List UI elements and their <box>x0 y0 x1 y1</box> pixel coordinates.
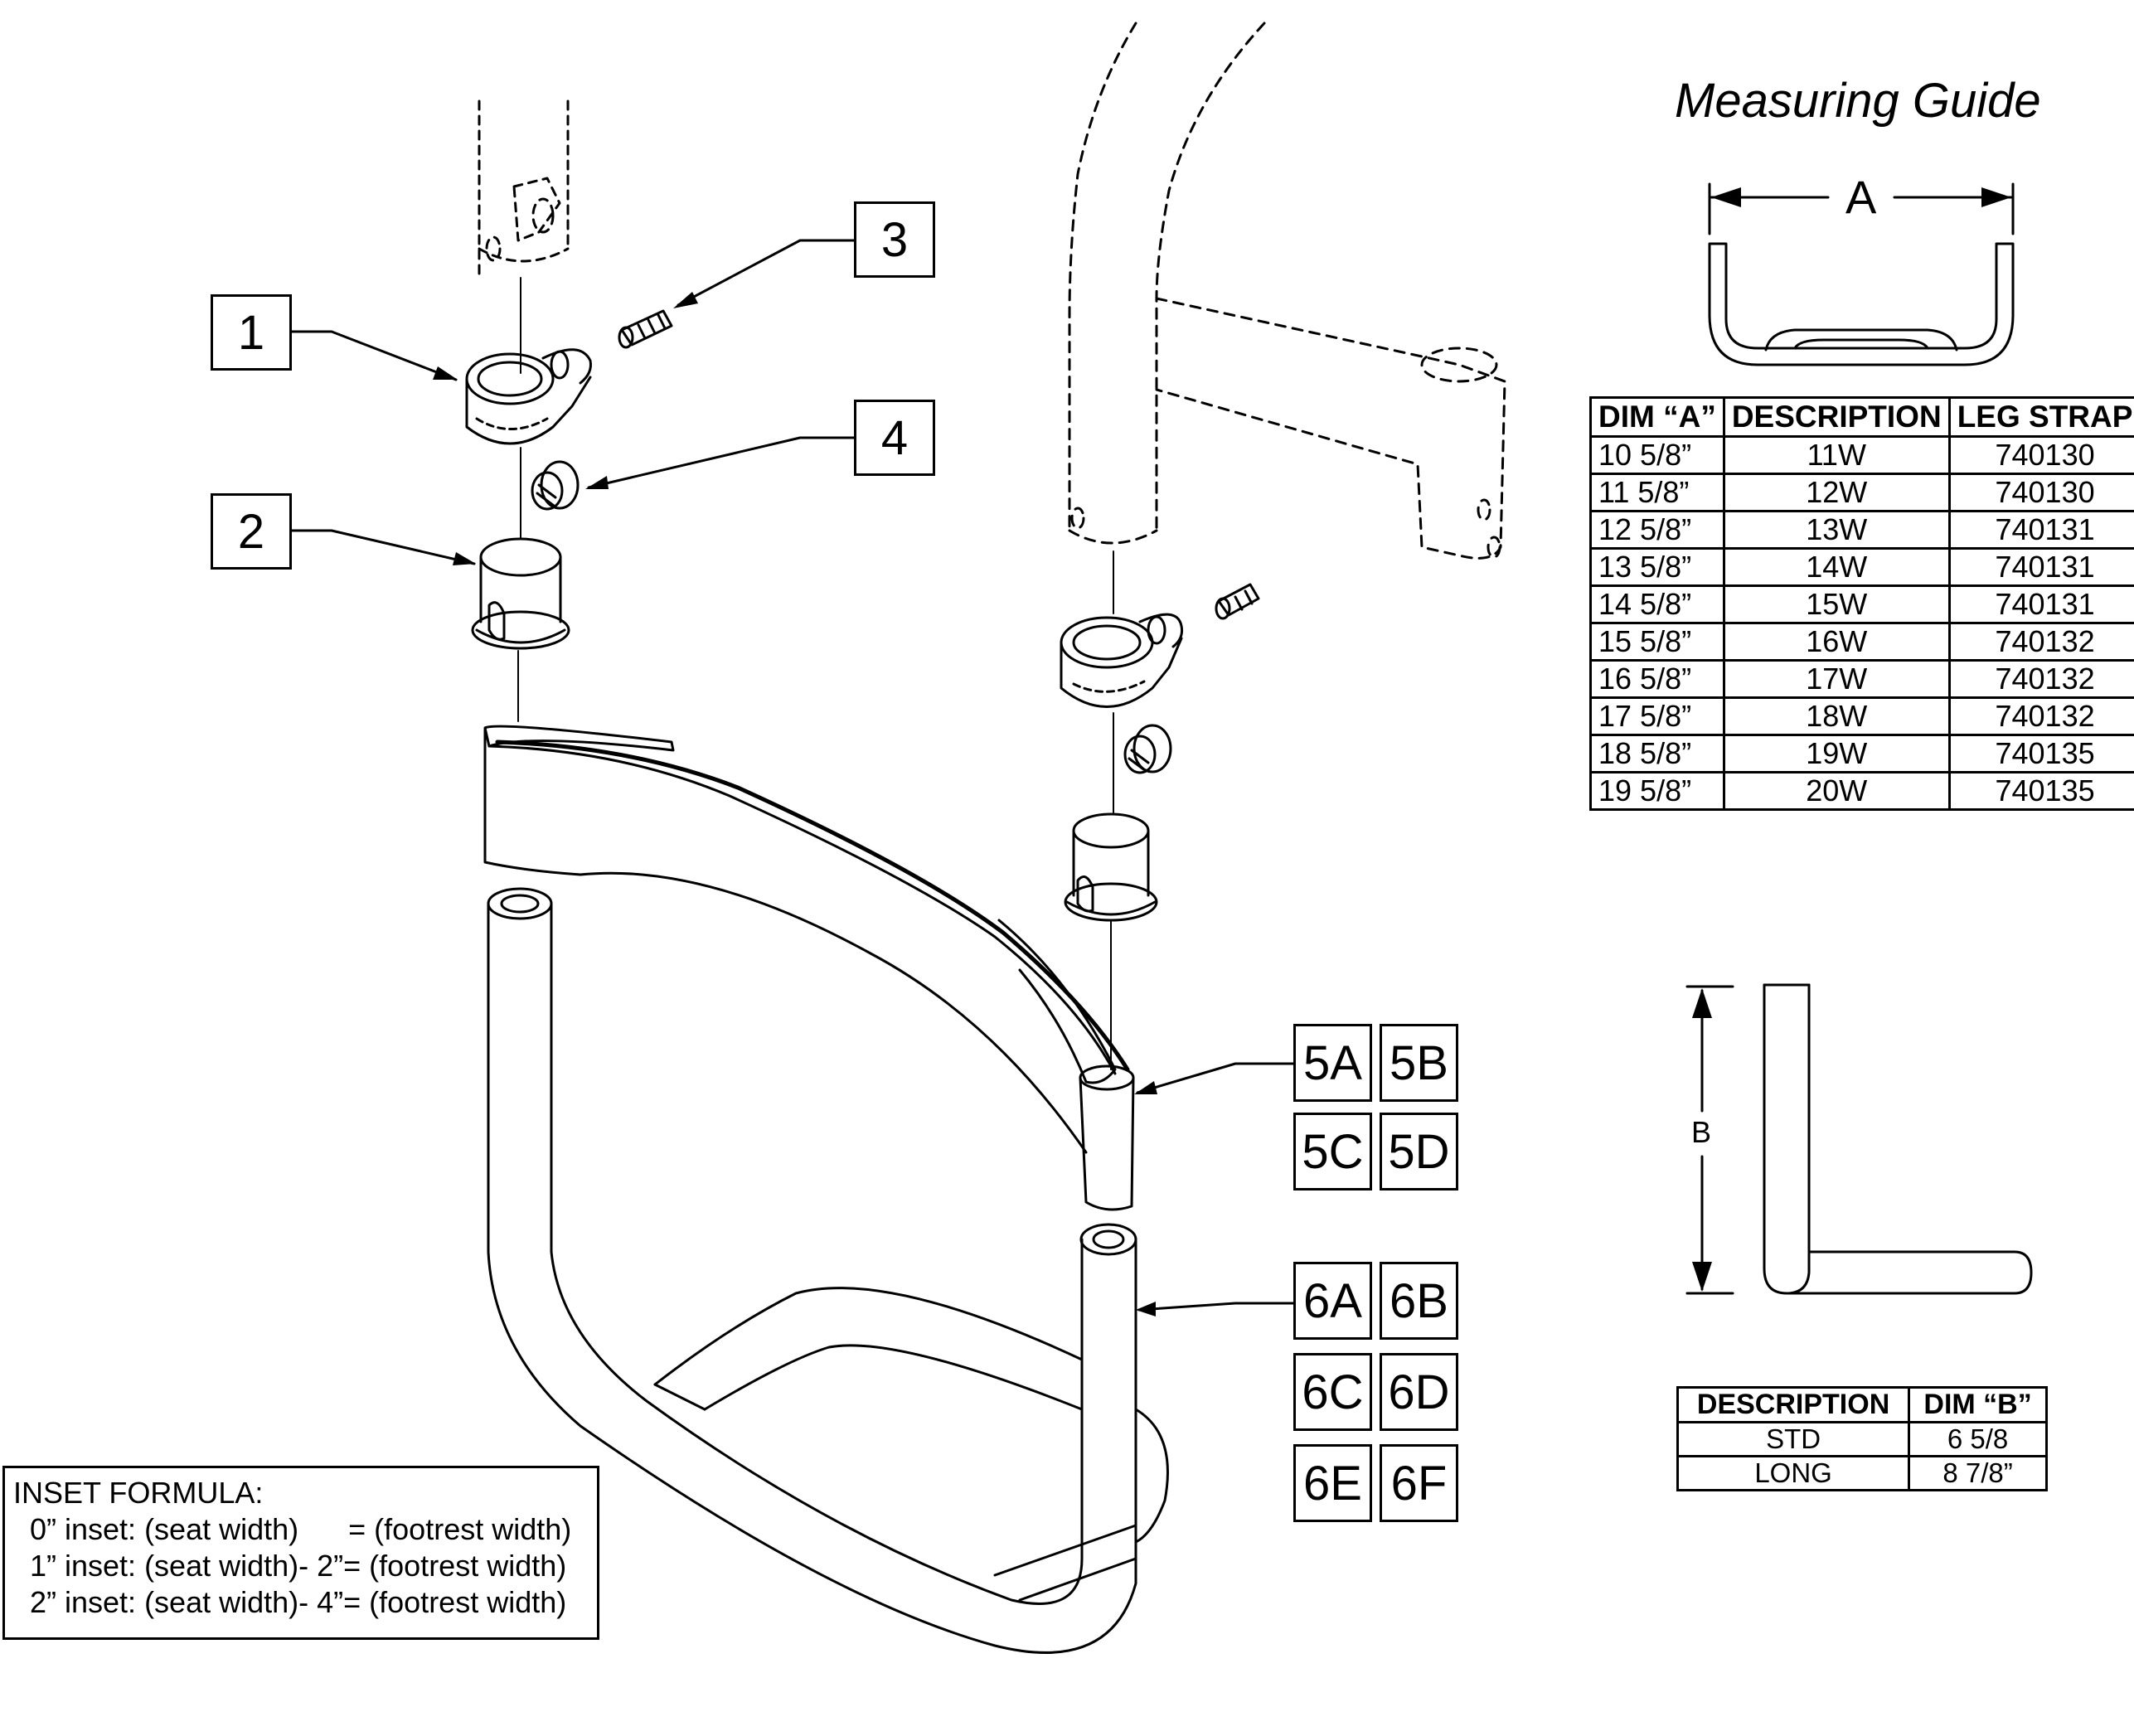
table-cell: 13 5/8” <box>1589 547 1725 587</box>
callout-5a: 5A <box>1293 1024 1372 1102</box>
callout-5c: 5C <box>1293 1113 1372 1190</box>
inset-formula-line: 2” inset: (seat width)- 4”= (footrest wi… <box>13 1585 567 1619</box>
dim-b-header-description: DESCRIPTION <box>1676 1386 1911 1423</box>
table-cell: 740132 <box>1947 659 2134 699</box>
table-cell: 6 5/8 <box>1908 1421 2048 1457</box>
callout-6a: 6A <box>1293 1262 1372 1340</box>
table-cell: 740131 <box>1947 547 2134 587</box>
left-set-screw <box>618 309 673 349</box>
table-cell: 740130 <box>1947 435 2134 475</box>
table-cell: 16 5/8” <box>1589 659 1725 699</box>
inset-formula-box: INSET FORMULA: 0” inset: (seat width) = … <box>2 1466 599 1640</box>
table-cell: 18W <box>1722 696 1951 736</box>
table-cell: 15W <box>1722 584 1951 624</box>
left-plug <box>531 460 580 511</box>
table-cell: 19W <box>1722 734 1951 773</box>
right-plug <box>1123 724 1172 774</box>
table-cell: 740131 <box>1947 584 2134 624</box>
callout-6d: 6D <box>1380 1353 1458 1431</box>
callout-6e: 6E <box>1293 1444 1372 1522</box>
table-cell: STD <box>1676 1421 1911 1457</box>
dim-a-diagram <box>1708 182 2015 366</box>
leader-lines <box>290 239 1295 1312</box>
table-cell: 8 7/8” <box>1908 1455 2048 1491</box>
callout-5d: 5D <box>1380 1113 1458 1190</box>
table-cell: 15 5/8” <box>1589 622 1725 662</box>
right-frame <box>1068 22 1506 560</box>
table-cell: 740132 <box>1947 622 2134 662</box>
table-cell: LONG <box>1676 1455 1911 1491</box>
table-cell: 14 5/8” <box>1589 584 1725 624</box>
callout-2: 2 <box>211 493 292 570</box>
table-cell: 10 5/8” <box>1589 435 1725 475</box>
right-clamp-part <box>1060 613 1183 708</box>
dim-b-diagram <box>1685 983 2033 1295</box>
dim-a-header-description: DESCRIPTION <box>1722 396 1951 438</box>
table-cell: 12 5/8” <box>1589 510 1725 550</box>
left-bushing <box>471 537 570 650</box>
callout-1: 1 <box>211 294 292 371</box>
inset-formula-line: 1” inset: (seat width)- 2”= (footrest wi… <box>13 1549 567 1583</box>
footrest-tube <box>487 887 1169 1654</box>
table-cell: 11W <box>1722 435 1951 475</box>
dim-b-arrowheads <box>1692 988 1712 1292</box>
dim-b-table-header: DESCRIPTION DIM “B” <box>1676 1386 2048 1423</box>
left-frame-tube <box>478 99 570 275</box>
table-cell: 740135 <box>1947 771 2134 811</box>
table-cell: 11 5/8” <box>1589 473 1725 512</box>
callout-5b: 5B <box>1380 1024 1458 1102</box>
strap-sleeve <box>1079 1064 1135 1211</box>
dim-a-table-header: DIM “A” DESCRIPTION LEG STRAP <box>1589 396 2134 438</box>
table-cell: 12W <box>1722 473 1951 512</box>
callout-6b: 6B <box>1380 1262 1458 1340</box>
inset-formula-title: INSET FORMULA: <box>13 1476 264 1510</box>
callout-3: 3 <box>854 201 935 278</box>
table-cell: 740131 <box>1947 510 2134 550</box>
table-cell: 18 5/8” <box>1589 734 1725 773</box>
leader-arrowheads <box>433 292 1157 1317</box>
table-cell: 740130 <box>1947 473 2134 512</box>
table-cell: 740135 <box>1947 734 2134 773</box>
dim-a-table: DIM “A” DESCRIPTION LEG STRAP 10 5/8”11W… <box>1589 396 2134 811</box>
table-cell: 17 5/8” <box>1589 696 1725 736</box>
inset-formula-line: 0” inset: (seat width) = (footrest width… <box>13 1512 572 1546</box>
left-clamp-part <box>465 348 592 445</box>
table-cell: 16W <box>1722 622 1951 662</box>
leg-strap <box>483 725 1130 1154</box>
dim-a-header-dim: DIM “A” <box>1589 396 1725 438</box>
table-cell: 13W <box>1722 510 1951 550</box>
table-cell: 17W <box>1722 659 1951 699</box>
callout-6c: 6C <box>1293 1353 1372 1431</box>
dim-b-label: B <box>1691 1115 1712 1149</box>
dim-a-header-leg-strap: LEG STRAP <box>1947 396 2134 438</box>
measuring-guide-title: Measuring Guide <box>1675 74 2041 128</box>
table-cell: 740132 <box>1947 696 2134 736</box>
table-cell: 19 5/8” <box>1589 771 1725 811</box>
table-cell: 20W <box>1722 771 1951 811</box>
callout-6f: 6F <box>1380 1444 1458 1522</box>
dim-a-label: A <box>1845 171 1877 223</box>
table-cell: 14W <box>1722 547 1951 587</box>
right-bushing <box>1064 812 1158 922</box>
dim-a-arrowheads <box>1711 187 2011 207</box>
callout-4: 4 <box>854 400 935 476</box>
dim-b-header-dim: DIM “B” <box>1908 1386 2048 1423</box>
right-set-screw <box>1215 583 1260 620</box>
